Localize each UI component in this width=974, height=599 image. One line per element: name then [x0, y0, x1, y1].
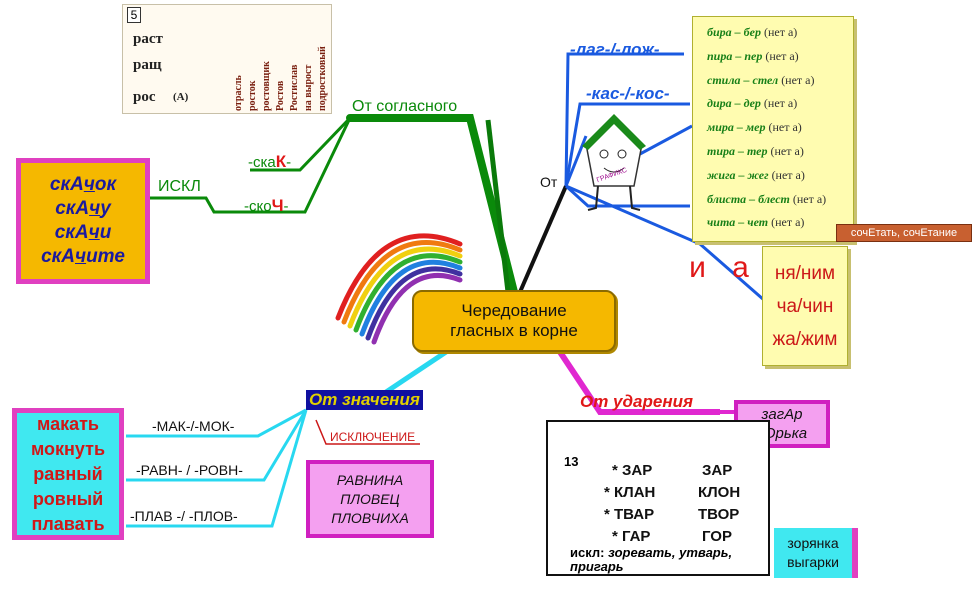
suffix-skak: -скаК-: [248, 152, 292, 171]
nya-nim-note: ня/ним ча/чин жа/жим: [762, 246, 848, 366]
root-rashch: ращ: [133, 57, 162, 73]
root-mak-mok[interactable]: -МАК-/-МОК-: [152, 418, 235, 434]
center-title-line1: Чередование: [461, 301, 567, 320]
vertical-word: ростовщик: [261, 61, 272, 111]
list-item: дира – дер (нет а): [707, 96, 798, 111]
letter-a: а: [732, 251, 749, 284]
skachok-item: скАчите: [41, 246, 125, 267]
list-item: жига – жег (нет а): [707, 167, 805, 182]
root-ravn-rovn[interactable]: -РАВН- / -РОВН-: [136, 462, 243, 478]
list-item: загАр: [761, 406, 803, 423]
ia-letters: и а: [676, 248, 762, 288]
list-item: чита – чет (нет а): [707, 215, 805, 230]
stress-rule-card: 13 * ЗАР * КЛАН * ТВАР * ГАР ЗАР КЛОН ТВ…: [546, 420, 770, 576]
list-item: плавать: [31, 513, 105, 534]
root-right: ТВОР: [698, 506, 740, 523]
list-item: бира – бер (нет а): [707, 25, 798, 39]
list-item: ня/ним: [774, 262, 836, 284]
iskl-label: ИСКЛ: [158, 178, 201, 195]
list-item: стила – стел (нет а): [707, 72, 815, 87]
letter-i: и: [689, 251, 706, 284]
list-item: блиста – блест (нет а): [707, 191, 827, 206]
stress-exceptions: искл: зоревать, утварь, пригарь: [570, 545, 733, 574]
zoryanka-box: зорянка выгарки: [774, 528, 858, 578]
root-ros: рос: [133, 89, 156, 105]
list-item: жа/жим: [772, 328, 838, 350]
branch-ot-udareniya[interactable]: От ударения: [580, 392, 693, 411]
iskl-label-2: ИСКЛЮЧЕНИЕ: [330, 430, 416, 444]
list-item: РАВНИНА: [336, 471, 404, 488]
suffix-skoch: -скоЧ-: [244, 196, 289, 215]
root-left: * ТВАР: [604, 506, 655, 523]
skachok-box: скАчок скАчу скАчи скАчите: [16, 158, 150, 284]
textbook-image: 5 раст ращ рос (А) отрасль росток ростов…: [122, 4, 332, 114]
makat-box: макать мокнуть равный ровный плавать: [12, 408, 124, 540]
vertical-word: росток: [247, 80, 258, 111]
root-rast: раст: [133, 31, 163, 47]
vertical-word: Ростислав: [289, 64, 300, 111]
alternation-list-note: бира – бер (нет а) пира – пер (нет а) ст…: [692, 16, 854, 242]
ravnina-exception-box: РАВНИНА ПЛОВЕЦ ПЛОВЧИХА: [306, 460, 434, 538]
root-kas-kos[interactable]: -кас-/-кос-: [586, 84, 670, 103]
root-left: * ЗАР: [612, 462, 653, 479]
skachok-item: скАчу: [55, 198, 111, 219]
root-right: КЛОН: [698, 484, 741, 501]
grafiks-character-image: [582, 114, 646, 211]
list-item: ровный: [32, 488, 104, 509]
sochetat-exception-badge: сочЕтать, сочЕтание: [836, 224, 972, 242]
root-right: ЗАР: [702, 462, 733, 479]
card-number: 13: [564, 454, 579, 469]
root-plav-plov[interactable]: -ПЛАВ -/ -ПЛОВ-: [130, 508, 238, 524]
skachok-item: скАчок: [49, 174, 117, 195]
branch-ot[interactable]: От: [540, 174, 558, 190]
root-lag-lozh[interactable]: -лаг-/-лож-: [570, 40, 660, 59]
center-title-line2: гласных в корне: [450, 321, 578, 340]
list-item: пира – пер (нет а): [707, 48, 799, 63]
branch-ot-soglasnogo[interactable]: От согласного: [352, 98, 458, 115]
rainbow-image: [335, 233, 463, 345]
branch-ot-znacheniya[interactable]: От значения: [306, 390, 423, 410]
root-right: ГОР: [702, 528, 732, 545]
list-item: равный: [33, 463, 103, 484]
list-item: мира – мер (нет а): [707, 120, 802, 135]
root-ros-suffix: (А): [173, 91, 189, 103]
root-left: * КЛАН: [604, 484, 656, 501]
root-left: * ГАР: [612, 528, 651, 545]
vertical-word: на вырост: [303, 64, 314, 111]
list-item: ПЛОВЕЦ: [340, 490, 400, 507]
skachok-item: скАчи: [54, 222, 112, 243]
list-item: мокнуть: [30, 438, 106, 459]
book-number: 5: [127, 7, 141, 23]
list-item: макать: [37, 413, 99, 434]
center-node[interactable]: Чередование гласных в корне: [412, 290, 616, 352]
list-item: зорянка: [787, 535, 839, 551]
list-item: ча/чин: [776, 295, 834, 317]
list-item: выгарки: [787, 554, 839, 570]
vertical-word: Ростов: [275, 80, 286, 111]
list-item: ПЛОВЧИХА: [331, 509, 409, 526]
list-item: тира – тер (нет а): [707, 143, 804, 158]
vertical-word: подростковый: [317, 46, 328, 111]
vertical-word: отрасль: [233, 75, 244, 111]
